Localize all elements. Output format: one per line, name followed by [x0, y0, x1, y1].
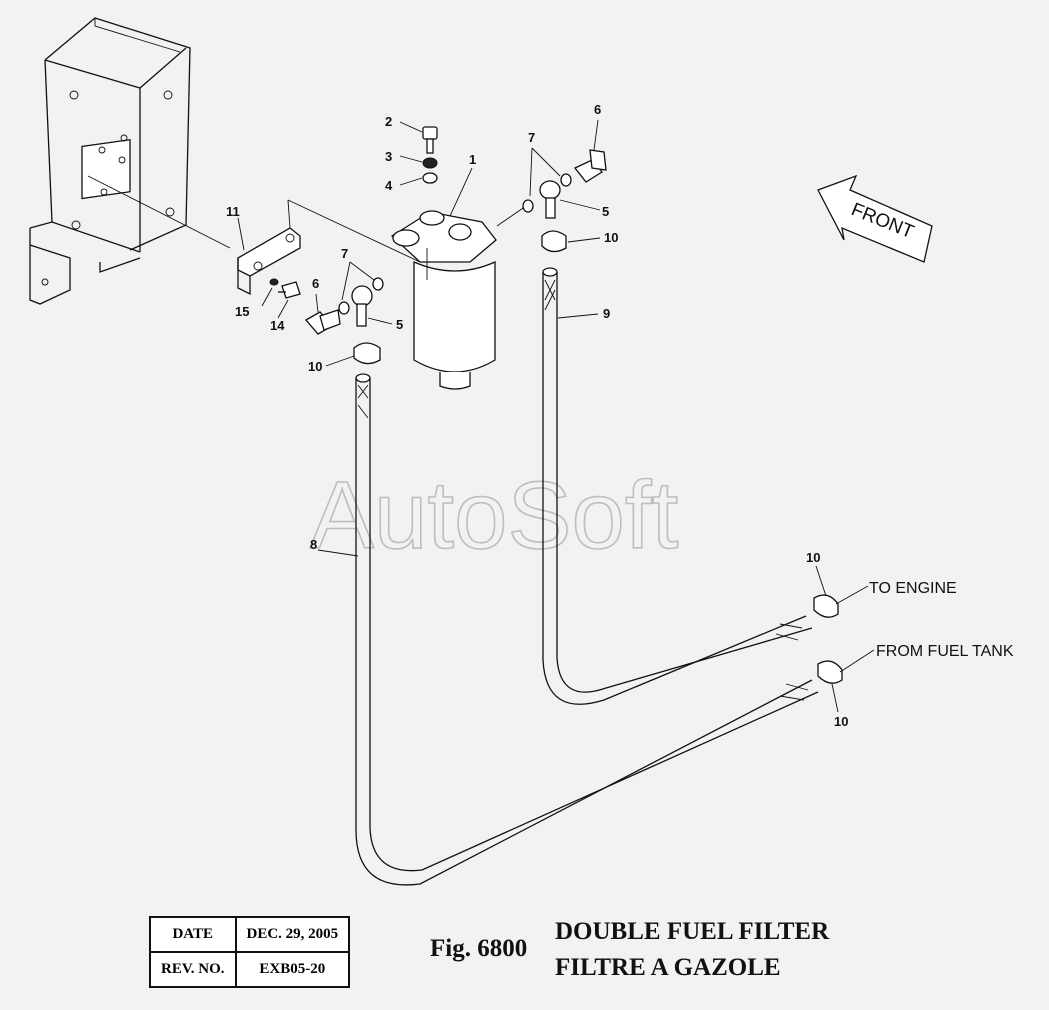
washer-15 — [269, 278, 279, 286]
callout-4: 4 — [385, 178, 393, 193]
figure-title-en: DOUBLE FUEL FILTER — [555, 918, 830, 945]
date-row: DATE DEC. 29, 2005 — [149, 916, 351, 953]
callout-7-right: 7 — [528, 130, 535, 145]
callout-8: 8 — [310, 537, 317, 552]
fuel-filter — [390, 205, 527, 390]
callout-6-right: 6 — [594, 102, 601, 117]
callout-6-left: 6 — [312, 276, 319, 291]
hose-clamp-10-to-engine — [813, 594, 839, 618]
mounting-housing — [29, 17, 231, 305]
from-fuel-tank-label: FROM FUEL TANK — [876, 643, 1014, 660]
fuel-hose-8 — [355, 373, 819, 886]
revision-label: REV. NO. — [149, 951, 237, 988]
bolt-2 — [422, 126, 438, 154]
callout-14: 14 — [270, 318, 285, 333]
seal-7-left — [338, 277, 384, 315]
callout-5-right: 5 — [602, 204, 609, 219]
bolt-14 — [278, 281, 301, 299]
hose-clamp-10-right-top — [541, 230, 567, 253]
callout-9: 9 — [603, 306, 610, 321]
callout-11: 11 — [226, 204, 240, 219]
banjo-fitting-5-left — [351, 285, 373, 327]
callout-5-left: 5 — [396, 317, 403, 332]
callout-2: 2 — [385, 114, 392, 129]
figure-number: Fig. 6800 — [430, 935, 528, 962]
front-arrow: FRONT — [817, 174, 933, 263]
watermark: AutoSoft — [310, 462, 678, 569]
callout-10-to-engine: 10 — [806, 550, 820, 565]
callout-10-left-top: 10 — [308, 359, 322, 374]
banjo-fitting-5-right — [539, 180, 561, 219]
callout-7-left: 7 — [341, 246, 348, 261]
callout-10-from-tank: 10 — [834, 714, 848, 729]
hose-clamp-10-left-top — [353, 342, 381, 365]
title-block: DATE DEC. 29, 2005 REV. NO. EXB05-20 — [149, 916, 351, 988]
figure-title-fr: FILTRE A GAZOLE — [555, 954, 781, 981]
callout-labels: 1 2 3 4 7 6 5 10 9 11 7 6 15 14 5 10 8 1… — [226, 102, 848, 729]
washer-4 — [422, 172, 438, 184]
to-engine-label: TO ENGINE — [869, 580, 957, 597]
revision-value: EXB05-20 — [234, 951, 351, 988]
banjo-bolt-6-left — [304, 309, 341, 335]
date-label: DATE — [149, 916, 237, 953]
callout-10-right-top: 10 — [604, 230, 618, 245]
fuel-hose-9 — [542, 267, 813, 705]
callout-15: 15 — [235, 304, 249, 319]
date-value: DEC. 29, 2005 — [234, 916, 351, 953]
callout-3: 3 — [385, 149, 392, 164]
filter-bracket — [237, 199, 421, 296]
leader-lines — [237, 119, 875, 713]
callout-1: 1 — [469, 152, 476, 167]
hose-clamp-10-from-tank — [817, 660, 843, 684]
revision-row: REV. NO. EXB05-20 — [149, 951, 351, 988]
seal-7-right — [522, 173, 572, 213]
banjo-bolt-6-right — [573, 149, 607, 183]
washer-3 — [422, 157, 438, 169]
